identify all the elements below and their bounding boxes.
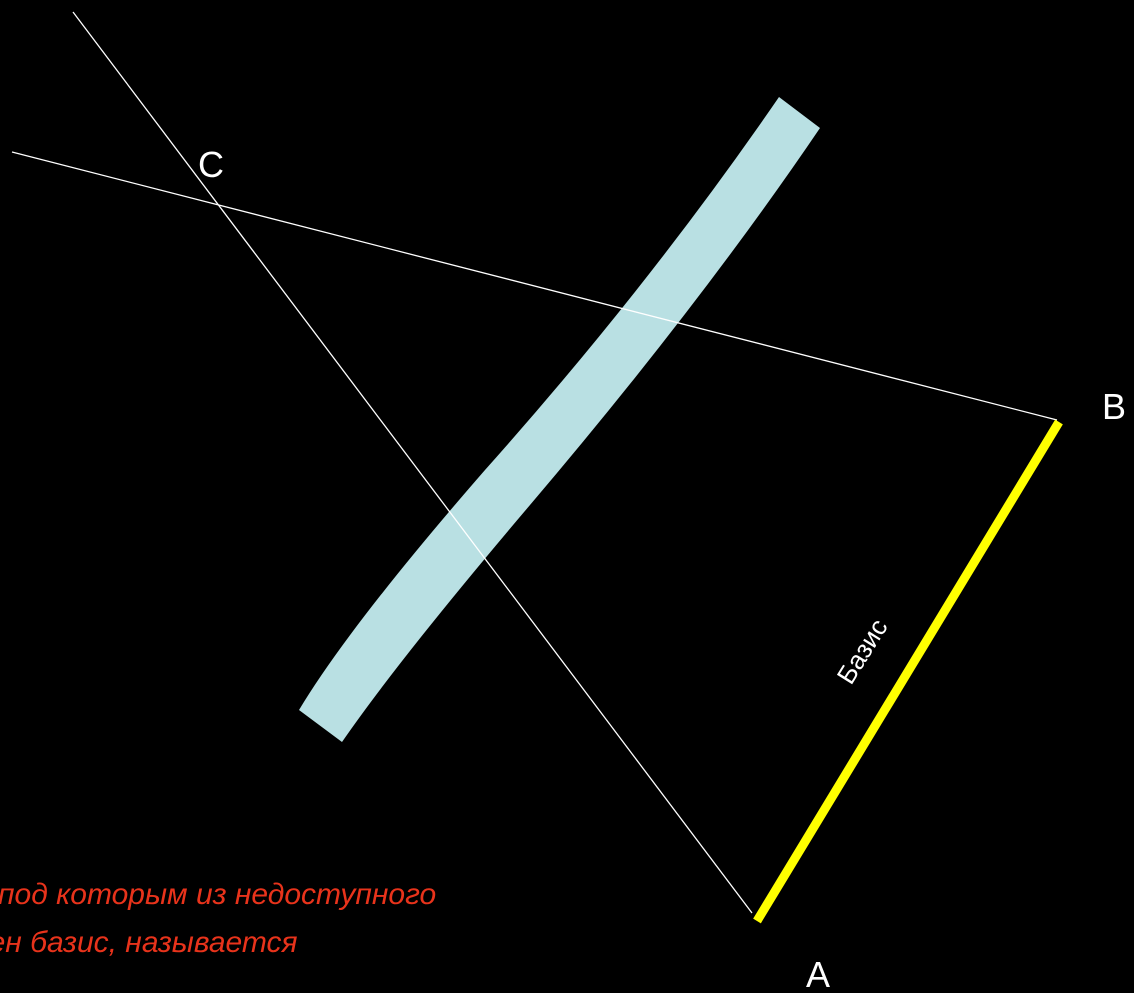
point-label-c: C [198, 144, 224, 185]
basis-label: Базис [831, 613, 894, 689]
basis-line-ab [753, 419, 1063, 924]
point-label-b: B [1102, 386, 1126, 427]
point-label-a: A [806, 954, 830, 993]
obstacle-band [299, 97, 820, 742]
sight-line-ac [72, 11, 753, 914]
caption-line-1: под которым из недоступного [0, 878, 437, 911]
caption-line-2: ден базис, называется [0, 926, 298, 959]
sight-line-bc [11, 151, 1058, 421]
